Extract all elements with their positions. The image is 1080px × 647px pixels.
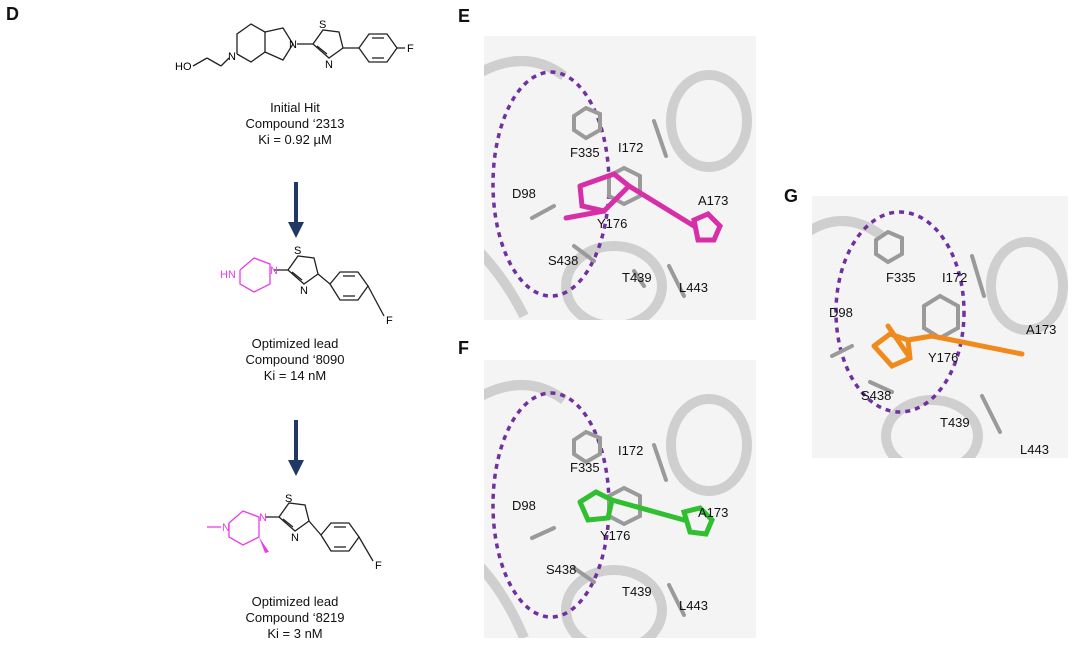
atom-label: S [319,19,326,31]
residue-label-i172: I172 [942,270,968,285]
residue-label-s438: S438 [548,253,579,268]
compound-8219-caption: Optimized lead Compound ‘8219 Ki = 3 nM [195,594,395,642]
residue-label-a173: A173 [1026,322,1057,337]
protein-render [812,196,1068,458]
compound-title: Optimized lead [251,594,339,609]
residue-label-t439: T439 [622,584,652,599]
residue-label-y176: Y176 [928,350,959,365]
panel-label-g: G [784,186,799,206]
residue-label-i172: I172 [618,140,644,155]
residue-label-l443: L443 [679,280,708,295]
atom-label: N [325,59,333,71]
residue-label-d98: D98 [829,305,853,320]
atom-label: N [222,522,230,534]
atom-label: N [289,39,297,51]
compound-name: Compound ‘8090 [245,352,345,367]
compound-8090-structure: HN N S N F [220,245,393,327]
down-arrow-icon [288,420,304,476]
residue-label-a173: A173 [698,505,729,520]
residue-label-t439: T439 [940,415,970,430]
residue-label-d98: D98 [512,498,536,513]
atom-label: N [270,265,278,277]
residue-label-s438: S438 [861,388,892,403]
residue-label-f335: F335 [886,270,916,285]
binding-pocket-outline [834,210,966,414]
atom-label: S [285,493,292,505]
panel-label-f: F [458,338,469,358]
atom-label: F [407,43,414,55]
down-arrow-icon [288,182,304,238]
compound-title: Initial Hit [270,100,320,115]
residue-label-d98: D98 [512,186,536,201]
protein-render [484,36,756,320]
residue-label-l443: L443 [1020,442,1049,457]
compound-name: Compound ‘2313 [245,116,345,131]
compound-ki: Ki = 14 nM [263,368,327,383]
compound-title: Optimized lead [251,336,339,351]
atom-label: N [300,285,308,297]
residue-label-y176: Y176 [597,216,628,231]
compound-ki: Ki = 3 nM [267,626,323,641]
atom-label: N [291,532,299,544]
residue-label-t439: T439 [622,270,652,285]
compound-8090-caption: Optimized lead Compound ‘8090 Ki = 14 nM [195,336,395,384]
atom-label: HO [175,61,192,73]
compound-2313-caption: Initial Hit Compound ‘2313 Ki = 0.92 µM [195,100,395,148]
binding-pocket-view-e [484,36,756,320]
protein-render [484,360,756,638]
compound-ki: Ki = 0.92 µM [258,132,332,147]
compound-name: Compound ‘8219 [245,610,345,625]
residue-label-f335: F335 [570,145,600,160]
panel-label-e: E [458,6,471,26]
atom-label: HN [220,269,236,281]
atom-label: F [375,560,382,572]
binding-pocket-view-f [484,360,756,638]
residue-label-f335: F335 [570,460,600,475]
residue-label-l443: L443 [679,598,708,613]
atom-label: N [259,512,267,524]
atom-label: N [228,51,236,63]
residue-label-a173: A173 [698,193,729,208]
compound-8219-structure: N N S N F [207,493,382,572]
residue-label-s438: S438 [546,562,577,577]
residue-label-y176: Y176 [600,528,631,543]
panel-label-d: D [6,4,19,24]
atom-label: S [294,245,301,257]
atom-label: F [386,315,393,327]
binding-pocket-view-g [812,196,1068,458]
compound-2313-structure: HO N N S N F [175,19,414,73]
residue-label-i172: I172 [618,443,644,458]
